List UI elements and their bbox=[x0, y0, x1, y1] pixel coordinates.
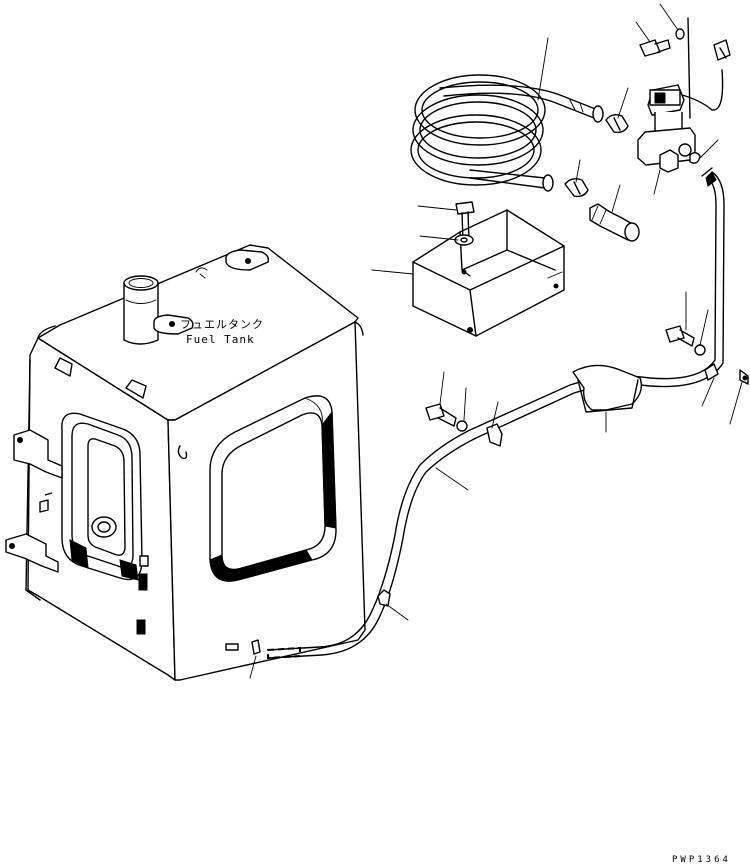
side-inspection-cover bbox=[209, 395, 337, 582]
coiled-hose bbox=[410, 74, 604, 192]
front-inspection-cover bbox=[61, 412, 143, 581]
filler-neck bbox=[123, 275, 159, 345]
tank-label-en: Fuel Tank bbox=[186, 333, 255, 346]
inline-filter bbox=[589, 203, 640, 242]
tank-label-jp: フュエルタンク bbox=[180, 318, 264, 331]
mounting-tray bbox=[412, 209, 565, 337]
fuel-tank bbox=[5, 244, 366, 681]
callout-leaders bbox=[249, 3, 743, 679]
fuel-pump bbox=[637, 17, 731, 173]
drawing-code: PWP1364 bbox=[672, 855, 731, 865]
fuel-line-tube bbox=[267, 167, 725, 660]
